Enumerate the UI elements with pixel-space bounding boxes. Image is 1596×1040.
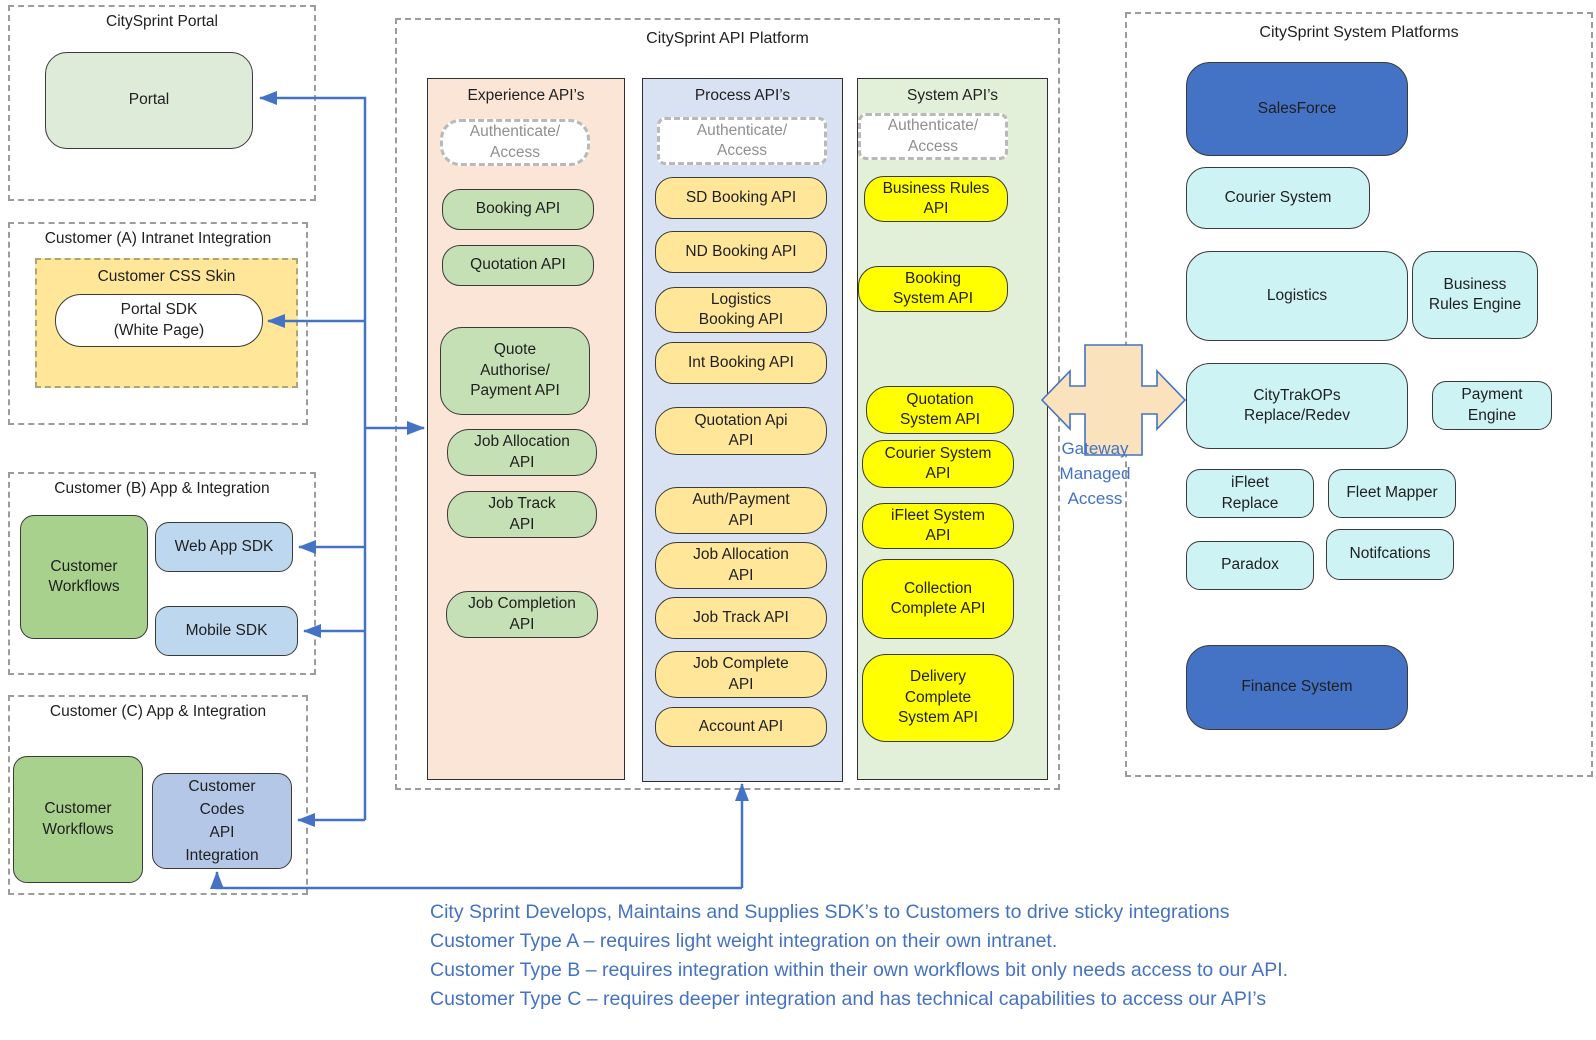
- api-item-sd-booking-api: SD Booking API: [655, 177, 827, 219]
- api-column-title: System API’s: [906, 87, 999, 104]
- api-column-title: Process API’s: [694, 87, 791, 104]
- api-platform-title: CitySprint API Platform: [646, 30, 809, 47]
- mobile-sdk-box: Mobile SDK: [155, 606, 298, 656]
- customer-workflows-b-box: Customer Workflows: [20, 515, 148, 639]
- api-column-title: Experience API’s: [467, 87, 585, 104]
- api-item-int-booking-api: Int Booking API: [655, 342, 827, 384]
- api-item-logistics-booking-api: Logistics Booking API: [655, 287, 827, 333]
- gateway-managed-access-label: Gateway Managed Access: [1059, 439, 1131, 508]
- platform-ifleet-replace: iFleet Replace: [1186, 469, 1314, 518]
- platform-notifcations: Notifcations: [1326, 529, 1454, 580]
- portal-box: Portal: [45, 52, 253, 149]
- portal-sdk-box: Portal SDK (White Page): [55, 294, 263, 347]
- api-item-courier-system-api: Courier System API: [862, 440, 1014, 488]
- api-item-job-allocation-api: Job Allocation API: [655, 542, 827, 589]
- auth-access-box-experience-api-s: Authenticate/ Access: [440, 119, 590, 166]
- customer-c-group-title: Customer (C) App & Integration: [49, 703, 267, 720]
- customer-workflows-c-box: Customer Workflows: [13, 756, 143, 883]
- api-item-quotation-system-api: Quotation System API: [866, 386, 1014, 434]
- api-item-booking-api: Booking API: [442, 189, 594, 230]
- api-item-delivery-complete-system-api: Delivery Complete System API: [862, 654, 1014, 742]
- platform-business-rules-engine: Business Rules Engine: [1412, 251, 1538, 339]
- note-line-4: Customer Type C – requires deeper integr…: [430, 988, 1267, 1010]
- api-item-quotation-api-api: Quotation Api API: [655, 407, 827, 455]
- platform-salesforce: SalesForce: [1186, 62, 1408, 156]
- api-item-nd-booking-api: ND Booking API: [655, 231, 827, 273]
- platform-payment-engine: Payment Engine: [1432, 381, 1552, 430]
- platform-courier-system: Courier System: [1186, 167, 1370, 229]
- api-item-auth-payment-api: Auth/Payment API: [655, 487, 827, 534]
- customer-b-group-title: Customer (B) App & Integration: [54, 480, 270, 497]
- note-line-1: City Sprint Develops, Maintains and Supp…: [430, 901, 1230, 923]
- api-item-ifleet-system-api: iFleet System API: [862, 503, 1014, 549]
- api-item-quote-authorise-payment-api: Quote Authorise/ Payment API: [440, 327, 590, 415]
- api-item-job-completion-api: Job Completion API: [446, 591, 598, 638]
- customer-a-group-title: Customer (A) Intranet Integration: [44, 230, 272, 247]
- customer-codes-api-integration-box: Customer Codes API Integration: [152, 773, 292, 869]
- api-item-quotation-api: Quotation API: [442, 245, 594, 286]
- api-item-collection-complete-api: Collection Complete API: [862, 559, 1014, 639]
- system-platforms-title: CitySprint System Platforms: [1259, 24, 1459, 41]
- api-item-job-complete-api: Job Complete API: [655, 651, 827, 698]
- api-item-job-track-api: Job Track API: [655, 597, 827, 639]
- api-item-account-api: Account API: [655, 707, 827, 747]
- auth-access-box-system-api-s: Authenticate/ Access: [858, 113, 1008, 160]
- platform-paradox: Paradox: [1186, 541, 1314, 590]
- platform-fleet-mapper: Fleet Mapper: [1328, 469, 1456, 518]
- citysprint-portal-group-title: CitySprint Portal: [106, 13, 218, 30]
- note-line-3: Customer Type B – requires integration w…: [430, 959, 1289, 981]
- api-item-job-allocation-api: Job Allocation API: [447, 429, 597, 476]
- customer-css-skin-title: Customer CSS Skin: [97, 268, 236, 285]
- platform-logistics: Logistics: [1186, 251, 1408, 341]
- auth-access-box-process-api-s: Authenticate/ Access: [657, 117, 827, 165]
- api-item-job-track-api: Job Track API: [447, 491, 597, 538]
- notes-block: City Sprint Develops, Maintains and Supp…: [430, 898, 1288, 1014]
- note-line-2: Customer Type A – requires light weight …: [430, 930, 1058, 952]
- api-item-booking-system-api: Booking System API: [858, 266, 1008, 312]
- platform-citytrakops-replace-redev: CityTrakOPs Replace/Redev: [1186, 363, 1408, 449]
- platform-finance-system: Finance System: [1186, 645, 1408, 730]
- web-app-sdk-box: Web App SDK: [155, 522, 293, 572]
- api-item-business-rules-api: Business Rules API: [864, 176, 1008, 222]
